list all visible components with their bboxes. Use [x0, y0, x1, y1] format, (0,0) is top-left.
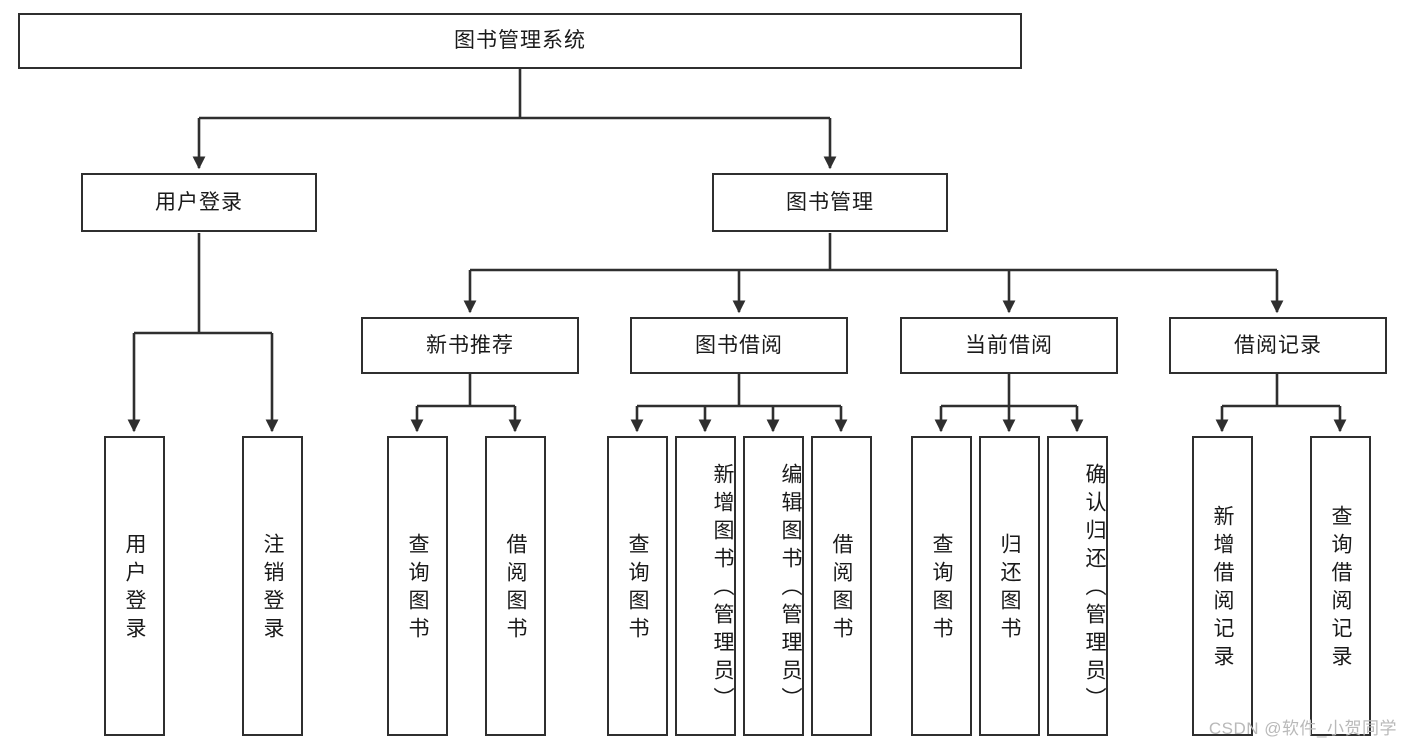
node-current-borrow-label: 当前借阅	[965, 333, 1053, 357]
leaf-edit-book-label: 编辑图书（管理员）	[779, 463, 802, 715]
leaf-query-book-3[interactable]: 查询图书	[911, 436, 972, 736]
leaf-add-record[interactable]: 新增借阅记录	[1192, 436, 1253, 736]
leaf-query-book-3-label: 查询图书	[930, 533, 954, 645]
watermark: CSDN @软件_小贺同学	[1208, 719, 1397, 738]
node-new-book-recommend-label: 新书推荐	[426, 333, 514, 357]
leaf-borrow-book-2-label: 借阅图书	[830, 533, 854, 645]
leaf-borrow-book-1-label: 借阅图书	[504, 533, 528, 645]
leaf-query-book-2-label: 查询图书	[626, 533, 650, 645]
leaf-query-record-label: 查询借阅记录	[1329, 505, 1353, 673]
leaf-add-book-label: 新增图书（管理员）	[711, 463, 734, 715]
leaf-query-book-1-label: 查询图书	[406, 533, 430, 645]
node-user-login-label: 用户登录	[155, 190, 243, 214]
node-new-book-recommend[interactable]: 新书推荐	[361, 317, 579, 374]
node-user-login[interactable]: 用户登录	[81, 173, 317, 232]
leaf-user-login-label: 用户登录	[123, 533, 147, 645]
leaf-return-book-label: 归还图书	[998, 533, 1022, 645]
leaf-borrow-book-2[interactable]: 借阅图书	[811, 436, 872, 736]
node-root[interactable]: 图书管理系统	[18, 13, 1022, 69]
leaf-borrow-book-1[interactable]: 借阅图书	[485, 436, 546, 736]
leaf-user-login[interactable]: 用户登录	[104, 436, 165, 736]
node-book-borrow-label: 图书借阅	[695, 333, 783, 357]
leaf-user-logout-label: 注销登录	[261, 533, 285, 645]
node-book-manage-label: 图书管理	[786, 190, 874, 214]
node-book-borrow[interactable]: 图书借阅	[630, 317, 848, 374]
leaf-edit-book[interactable]: 编辑图书（管理员）	[743, 436, 804, 736]
node-book-manage[interactable]: 图书管理	[712, 173, 948, 232]
leaf-query-record[interactable]: 查询借阅记录	[1310, 436, 1371, 736]
node-borrow-record[interactable]: 借阅记录	[1169, 317, 1387, 374]
leaf-confirm-return[interactable]: 确认归还（管理员）	[1047, 436, 1108, 736]
node-borrow-record-label: 借阅记录	[1234, 333, 1322, 357]
leaf-add-book[interactable]: 新增图书（管理员）	[675, 436, 736, 736]
leaf-return-book[interactable]: 归还图书	[979, 436, 1040, 736]
leaf-add-record-label: 新增借阅记录	[1211, 505, 1235, 673]
leaf-user-logout[interactable]: 注销登录	[242, 436, 303, 736]
node-current-borrow[interactable]: 当前借阅	[900, 317, 1118, 374]
leaf-confirm-return-label: 确认归还（管理员）	[1083, 463, 1106, 715]
leaf-query-book-2[interactable]: 查询图书	[607, 436, 668, 736]
leaf-query-book-1[interactable]: 查询图书	[387, 436, 448, 736]
node-root-label: 图书管理系统	[454, 29, 586, 53]
